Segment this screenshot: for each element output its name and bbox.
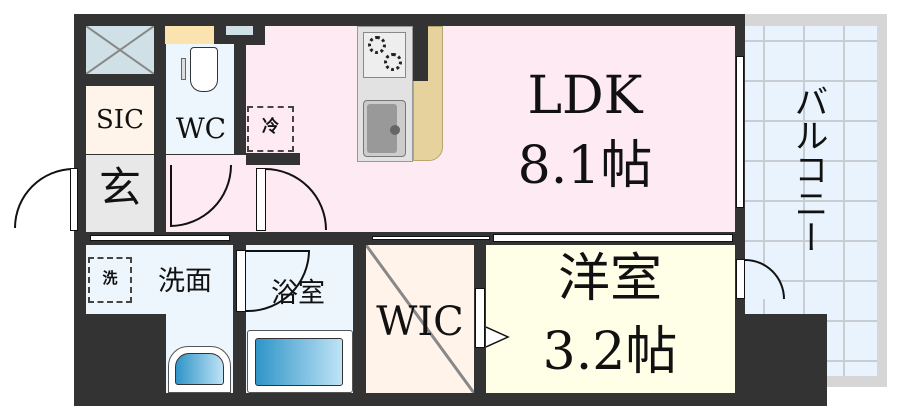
- tub: [255, 338, 343, 386]
- wall: [413, 26, 428, 81]
- door-frame: [736, 259, 745, 299]
- faucet-icon: [390, 125, 400, 135]
- wic-diagonal: [366, 245, 474, 393]
- front-door[interactable]: [14, 168, 74, 228]
- toilet-remote-icon: [181, 58, 186, 80]
- door-frame: [256, 168, 266, 231]
- room-ldk: [246, 26, 735, 232]
- bathroom-label: 浴室: [271, 278, 325, 309]
- ldk-name: LDK: [527, 66, 643, 126]
- western-name: 洋室: [557, 249, 662, 309]
- door-frame: [70, 168, 78, 231]
- sliding-door[interactable]: [493, 234, 733, 242]
- entrance: [86, 155, 154, 232]
- burner-icon: [384, 53, 402, 71]
- entrance-label: 玄: [98, 163, 141, 212]
- ldk-size: 8.1帖: [517, 136, 653, 196]
- door-frame: [236, 250, 246, 312]
- balcony: バルコニー: [745, 14, 887, 387]
- washer-space: [88, 257, 132, 303]
- door-swing-icon: [486, 326, 510, 348]
- shaft-cross-icon: [86, 26, 154, 74]
- balcony-floor: [745, 26, 877, 376]
- wic-door[interactable]: [475, 288, 485, 348]
- balcony-label: バルコニー: [788, 84, 828, 254]
- vent: [226, 26, 253, 35]
- sliding-door[interactable]: [90, 235, 230, 241]
- room-wic: [366, 245, 474, 393]
- bathtub-icon: [247, 330, 353, 393]
- room-western: [486, 245, 735, 393]
- sink-icon: [363, 100, 406, 157]
- sliding-door[interactable]: [372, 236, 490, 240]
- washroom-label: 洗面: [158, 266, 212, 297]
- window-strip: [165, 26, 214, 44]
- pipe-shaft: [86, 26, 154, 74]
- stove-icon: [363, 32, 406, 78]
- balcony-window[interactable]: [736, 56, 744, 208]
- room-sic: [86, 86, 154, 154]
- sic-label: SIC: [96, 105, 144, 135]
- washer-label: 洗: [102, 269, 118, 287]
- burner-icon: [368, 36, 386, 54]
- wall-block: [735, 314, 827, 406]
- western-size: 3.2帖: [542, 322, 678, 382]
- fridge-label: 冷: [262, 117, 279, 137]
- basin: [175, 353, 224, 385]
- washbasin-icon: [168, 346, 231, 393]
- fridge-space: [247, 106, 294, 152]
- wall: [246, 153, 300, 165]
- toilet-icon: [190, 47, 218, 92]
- wic-label: WIC: [376, 299, 464, 345]
- wc-label: WC: [175, 112, 227, 145]
